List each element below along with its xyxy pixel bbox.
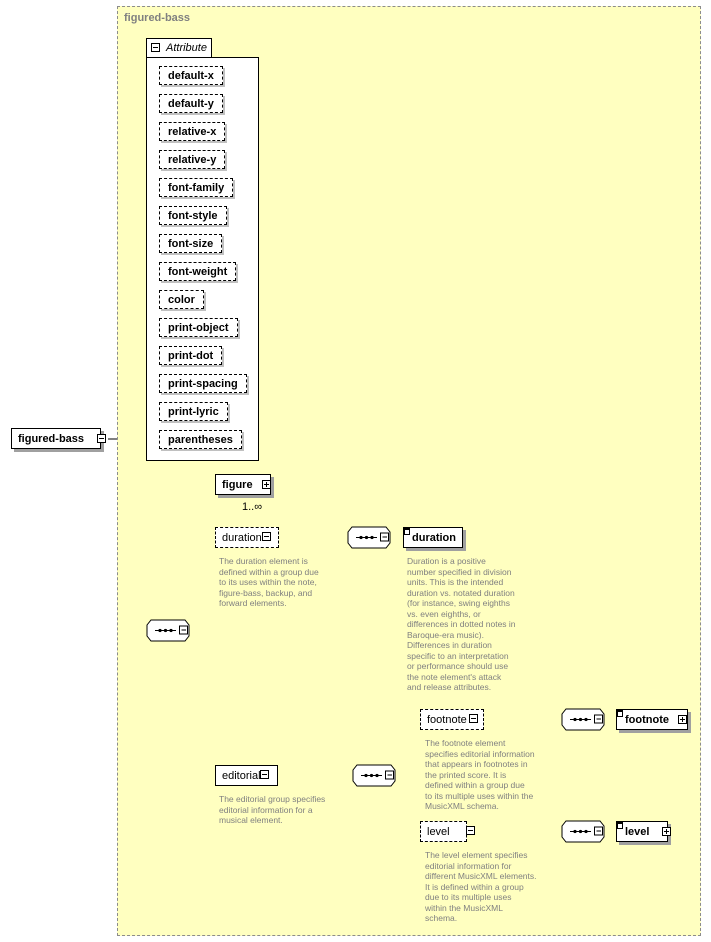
attribute-group-tab	[146, 38, 212, 58]
attribute-group	[146, 57, 259, 461]
duration-ref-label: duration	[222, 532, 262, 544]
element-level[interactable]: level	[616, 821, 669, 842]
expand-icon[interactable]	[262, 480, 271, 489]
attribute-group-label: Attribute	[166, 42, 207, 54]
footnote-ref-label: footnote	[427, 714, 467, 726]
collapse-icon[interactable]	[151, 43, 160, 52]
editorial-label: editorial	[222, 770, 261, 782]
root-element-figured-bass[interactable]: figured-bass	[11, 428, 102, 449]
element-duration[interactable]: duration	[403, 527, 463, 548]
documentation-icon	[617, 710, 623, 717]
documentation-icon	[617, 822, 623, 829]
element-footnote-ref[interactable]: footnote	[420, 709, 484, 730]
collapse-icon[interactable]	[466, 826, 475, 835]
figure-cardinality: 1..∞	[242, 501, 263, 513]
collapse-icon[interactable]	[262, 532, 271, 541]
footnote-label: footnote	[625, 714, 669, 726]
figure-label: figure	[222, 479, 253, 491]
element-level-ref[interactable]: level	[420, 821, 467, 842]
element-figure[interactable]: figure	[215, 474, 271, 495]
attribute-color[interactable]: color	[159, 290, 204, 309]
frame-title: figured-bass	[124, 12, 191, 24]
sequence-compositor-icon[interactable]	[561, 820, 605, 844]
attribute-parentheses[interactable]: parentheses	[159, 430, 242, 449]
attribute-default-x[interactable]: default-x	[159, 66, 223, 85]
attribute-font-weight[interactable]: font-weight	[159, 262, 237, 281]
sequence-compositor-icon[interactable]	[352, 764, 396, 788]
attribute-relative-y[interactable]: relative-y	[159, 150, 226, 169]
duration-label: duration	[412, 532, 456, 544]
level-ref-label: level	[427, 826, 450, 838]
attribute-font-size[interactable]: font-size	[159, 234, 223, 253]
attribute-print-object[interactable]: print-object	[159, 318, 238, 337]
element-footnote[interactable]: footnote	[616, 709, 688, 730]
attribute-font-family[interactable]: font-family	[159, 178, 234, 197]
collapse-icon[interactable]	[97, 434, 106, 443]
sequence-compositor-icon[interactable]	[146, 619, 190, 643]
sequence-compositor-icon[interactable]	[561, 708, 605, 732]
level-label: level	[625, 826, 650, 838]
expand-icon[interactable]	[678, 715, 687, 724]
attribute-print-lyric[interactable]: print-lyric	[159, 402, 228, 421]
sequence-compositor-icon[interactable]	[347, 526, 391, 550]
collapse-icon[interactable]	[260, 770, 269, 779]
documentation-icon	[404, 528, 410, 535]
attribute-relative-x[interactable]: relative-x	[159, 122, 226, 141]
attribute-print-dot[interactable]: print-dot	[159, 346, 223, 365]
collapse-icon[interactable]	[469, 714, 478, 723]
root-element-label: figured-bass	[18, 433, 85, 445]
attribute-default-y[interactable]: default-y	[159, 94, 223, 113]
attribute-font-style[interactable]: font-style	[159, 206, 227, 225]
attribute-print-spacing[interactable]: print-spacing	[159, 374, 247, 393]
expand-icon[interactable]	[662, 827, 671, 836]
